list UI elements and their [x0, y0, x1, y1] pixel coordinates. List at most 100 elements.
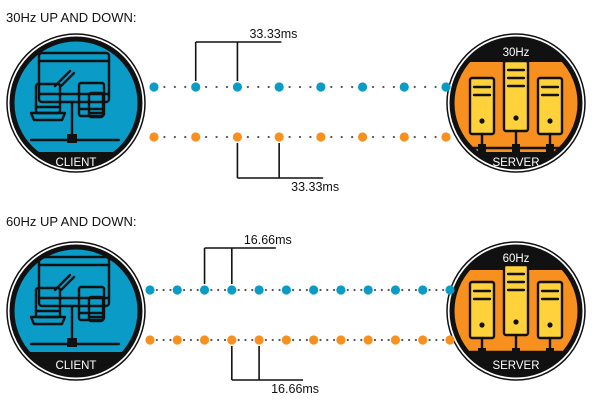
packet-gap-dot: [215, 85, 218, 89]
packet-dot: [191, 132, 201, 142]
packet-gap-dot: [244, 288, 247, 292]
packet-gap-dot: [305, 288, 308, 292]
packet-dot: [363, 335, 373, 345]
packet-dot: [390, 335, 401, 345]
packet-gap-dot: [360, 288, 363, 292]
packet-dot: [357, 132, 368, 142]
packet-gap-dot: [413, 85, 416, 89]
packet-gap-dot: [205, 85, 208, 89]
packet-gap-dot: [326, 338, 329, 342]
packet-dot: [336, 285, 346, 295]
packet-gap-dot: [196, 338, 199, 342]
packet-dot: [145, 335, 155, 345]
packet-gap-dot: [155, 338, 158, 342]
packet-gap-dot: [271, 338, 274, 342]
packet-gap-dot: [246, 135, 249, 139]
packet-gap-dot: [215, 135, 218, 139]
packet-gap-dot: [169, 338, 172, 342]
packet-gap-dot: [332, 338, 336, 342]
packet-gap-dot: [371, 135, 375, 139]
packet-gap-dot: [257, 135, 260, 139]
packet-gap-dot: [264, 338, 268, 342]
server-node: 60Hz SERVER: [446, 241, 586, 381]
packet-gap-dot: [401, 338, 404, 342]
packet-dot: [274, 132, 284, 142]
packet-dot: [254, 285, 264, 295]
upstream-packet-row: [149, 82, 451, 92]
server-node: 30Hz SERVER: [446, 33, 586, 173]
packet-gap-dot: [371, 85, 375, 89]
packet-gap-dot: [251, 288, 254, 292]
packet-gap-dot: [382, 135, 385, 139]
packet-gap-dot: [353, 288, 356, 292]
interval-label: 33.33ms: [291, 180, 339, 194]
packet-dot: [191, 82, 201, 92]
interval-label: 16.66ms: [244, 233, 292, 247]
packet-gap-dot: [330, 85, 333, 89]
packet-dot: [309, 335, 319, 345]
packet-gap-dot: [346, 338, 349, 342]
client-label: CLIENT: [56, 360, 97, 372]
packet-gap-dot: [205, 135, 208, 139]
packet-gap-dot: [210, 288, 213, 292]
interval-label: 16.66ms: [271, 382, 319, 396]
server-rate-label: 30Hz: [503, 47, 530, 59]
packet-gap-dot: [330, 135, 333, 139]
packet-gap-dot: [225, 85, 229, 89]
packet-gap-dot: [225, 135, 229, 139]
packet-gap-dot: [309, 135, 312, 139]
packet-gap-dot: [387, 338, 390, 342]
section-title: 30Hz UP AND DOWN:: [6, 10, 137, 25]
packet-dot: [418, 285, 428, 295]
packet-gap-dot: [173, 85, 176, 89]
packet-gap-dot: [442, 338, 445, 342]
packet-gap-dot: [387, 288, 390, 292]
packet-gap-dot: [237, 288, 240, 292]
packet-gap-dot: [407, 288, 411, 292]
packet-gap-dot: [401, 288, 404, 292]
packet-gap-dot: [351, 85, 354, 89]
packet-gap-dot: [424, 135, 427, 139]
downstream-interval-bracket: 33.33ms: [236, 143, 339, 194]
packet-gap-dot: [298, 85, 302, 89]
server-label: SERVER: [492, 157, 539, 169]
packet-gap-dot: [332, 288, 336, 292]
downstream-interval-bracket: 16.66ms: [231, 346, 319, 396]
packet-dot: [309, 285, 319, 295]
packet-gap-dot: [340, 85, 343, 89]
client-node: CLIENT: [6, 241, 146, 381]
packet-dot: [232, 132, 243, 142]
packet-gap-dot: [210, 338, 213, 342]
packet-gap-dot: [435, 338, 438, 342]
packet-gap-dot: [189, 288, 193, 292]
packet-gap-dot: [162, 338, 165, 342]
packet-gap-dot: [237, 338, 240, 342]
packet-gap-dot: [251, 338, 254, 342]
packet-gap-dot: [189, 338, 193, 342]
packet-gap-dot: [373, 338, 377, 342]
downstream-packet-row: [149, 132, 451, 142]
packet-gap-dot: [380, 288, 383, 292]
packet-dot: [274, 82, 284, 92]
packet-gap-dot: [380, 338, 383, 342]
packet-gap-dot: [407, 338, 411, 342]
packet-gap-dot: [257, 85, 260, 89]
packet-gap-dot: [223, 288, 227, 292]
packet-gap-dot: [223, 338, 227, 342]
packet-gap-dot: [298, 135, 302, 139]
packet-gap-dot: [435, 288, 438, 292]
section-title: 60Hz UP AND DOWN:: [6, 214, 137, 229]
packet-gap-dot: [309, 85, 312, 89]
packet-gap-dot: [292, 288, 295, 292]
client-node: CLIENT: [6, 33, 146, 173]
packet-gap-dot: [442, 288, 445, 292]
packet-gap-dot: [155, 288, 158, 292]
packet-dot: [281, 335, 291, 345]
packet-gap-dot: [267, 85, 270, 89]
downstream-packet-row: [145, 335, 455, 345]
packet-gap-dot: [271, 288, 274, 292]
packet-gap-dot: [346, 288, 349, 292]
packet-gap-dot: [217, 338, 220, 342]
packet-gap-dot: [373, 288, 377, 292]
packet-gap-dot: [163, 85, 166, 89]
